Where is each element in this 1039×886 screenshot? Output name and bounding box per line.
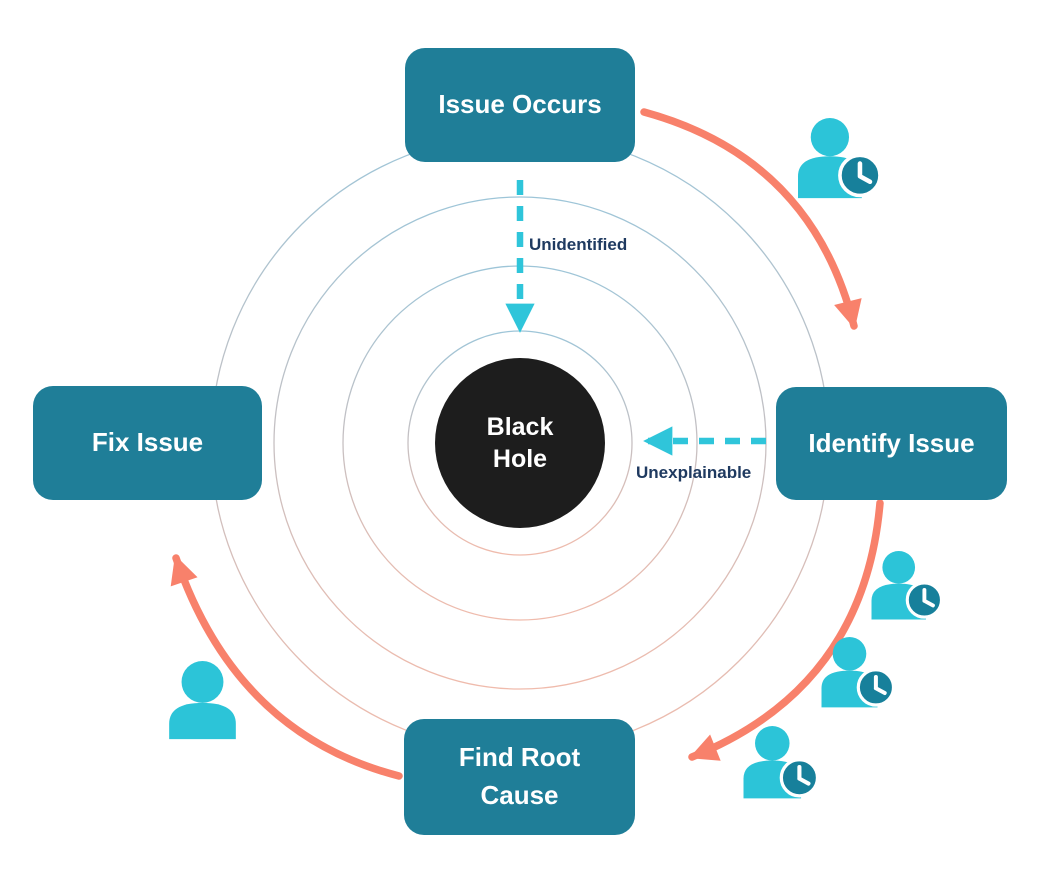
arrow-find-root-cause-to-fix-issue bbox=[170, 554, 403, 780]
arrow-identify-issue-to-find-root-cause bbox=[688, 499, 884, 761]
node-find-root-cause-label: Find Root Cause bbox=[458, 742, 581, 810]
node-identify-issue-label: Identify Issue bbox=[808, 427, 975, 458]
node-identify-issue: Identify Issue bbox=[776, 387, 1007, 500]
flow-label-unidentified: Unidentified bbox=[529, 235, 628, 254]
arrow-issue-occurs-to-identify-issue bbox=[640, 108, 862, 330]
black-hole-circle bbox=[435, 358, 605, 528]
node-fix-issue-label: Fix Issue bbox=[91, 427, 204, 458]
node-fix-issue: Fix Issue bbox=[33, 386, 262, 500]
black-hole-text: Black Hole bbox=[486, 412, 554, 474]
person-icon bbox=[169, 661, 236, 740]
node-issue-occurs-label: Issue Occurs bbox=[438, 89, 602, 120]
person-with-clock-icon bbox=[743, 726, 820, 799]
person-with-clock-icon bbox=[798, 118, 882, 199]
person-with-clock-icon bbox=[821, 637, 896, 708]
black-hole-label: Black Hole bbox=[435, 357, 605, 529]
node-issue-occurs: Issue Occurs bbox=[405, 48, 635, 162]
flow-label-unexplainable: Unexplainable bbox=[636, 463, 752, 482]
person-with-clock-icon bbox=[871, 551, 944, 620]
node-find-root-cause: Find Root Cause bbox=[404, 719, 635, 835]
